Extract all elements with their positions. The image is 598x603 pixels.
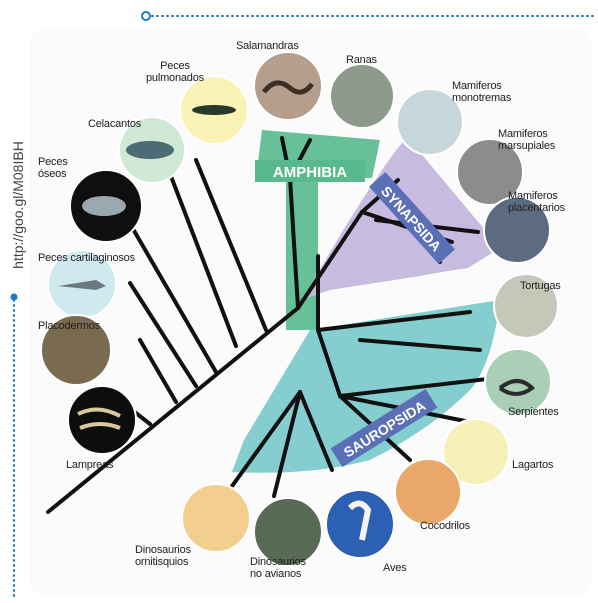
pulmonado-silhouette-icon: [192, 105, 236, 115]
label-salamandras: Salamandras: [236, 40, 299, 52]
label-peces-oseos: Peces óseos: [38, 156, 68, 180]
label-aves: Aves: [383, 562, 406, 574]
label-mamiferos-monotremas: Mamiferos monotremas: [452, 80, 511, 104]
label-serpientes: Serpientes: [508, 406, 559, 418]
amphibia-banner: AMPHIBIA: [255, 160, 365, 182]
label-peces-cartilaginosos: Peces cartilaginosos: [38, 252, 135, 264]
rana-photo-icon: [330, 64, 394, 128]
amphibia-label: AMPHIBIA: [273, 164, 347, 181]
pez-oseo-silhouette-icon: [82, 196, 126, 216]
top-marker-dot: [142, 12, 150, 20]
ave-photo-icon: [326, 490, 394, 558]
label-lampreas: Lampreas: [66, 459, 113, 471]
label-ranas: Ranas: [346, 54, 377, 66]
left-marker-dot: [11, 294, 18, 301]
label-mamiferos-placentarios: Mamiferos placentarios: [508, 190, 565, 214]
label-celacantos: Celacantos: [88, 118, 141, 130]
dinosaurio-ornitisquio-photo-icon: [182, 484, 250, 552]
label-dinosaurios-ornitisquios: Dinosaurios ornitisquios: [135, 544, 191, 568]
label-placodermos: Placodermos: [38, 320, 100, 332]
lamprea-photo-icon: [68, 386, 136, 454]
celacanto-silhouette-icon: [126, 141, 174, 159]
label-mamiferos-marsupiales: Mamiferos marsupiales: [498, 128, 555, 152]
label-cocodrilos: Cocodrilos: [420, 520, 470, 532]
label-dinosaurios-no-avianos: Dinosaurios no avianos: [250, 556, 306, 580]
source-link-text: http://goo.gl/M08IBH: [10, 141, 26, 269]
label-peces-pulmonados: Peces pulmonados: [146, 60, 204, 84]
source-link[interactable]: http://goo.gl/M08IBH: [3, 125, 33, 285]
cocodrilo-photo-icon: [395, 459, 461, 525]
label-tortugas: Tortugas: [520, 280, 561, 292]
label-lagartos: Lagartos: [512, 459, 553, 471]
